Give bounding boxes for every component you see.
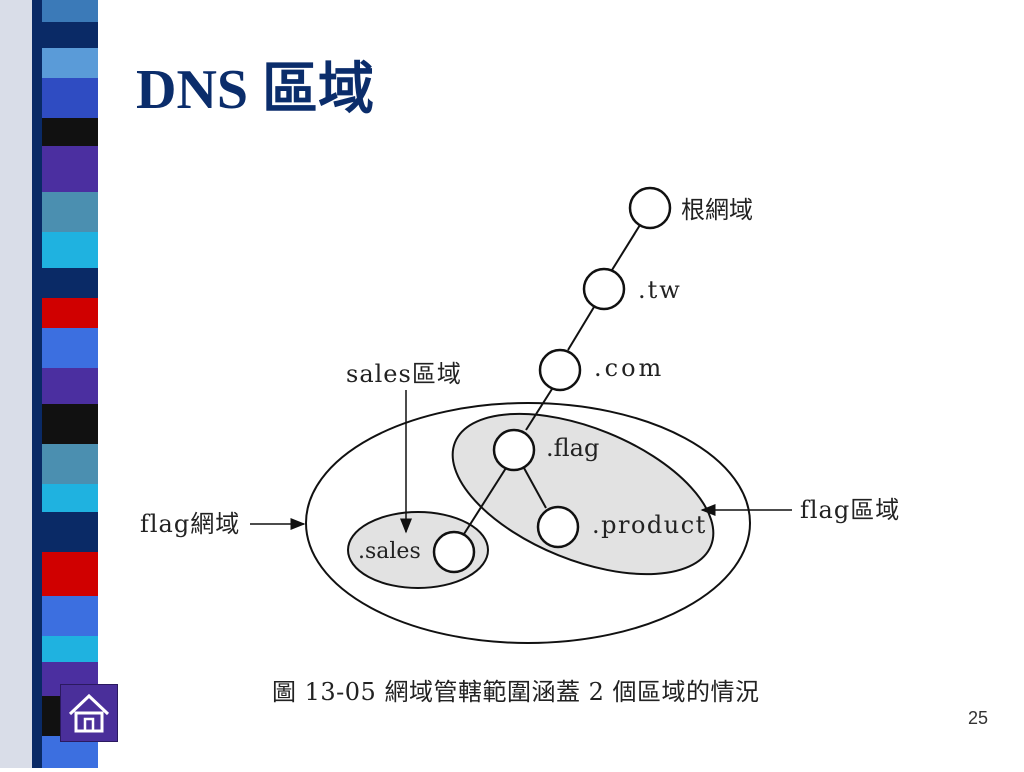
- callout-sales-zone: sales區域: [346, 360, 462, 388]
- node-root: [628, 186, 672, 230]
- slide-title: DNS 區域: [136, 59, 375, 121]
- label-product: .product: [592, 511, 707, 539]
- node-com: [538, 348, 582, 392]
- home-icon: [68, 693, 110, 733]
- home-button[interactable]: [60, 684, 118, 742]
- node-product: [536, 505, 580, 549]
- label-com: .com: [594, 354, 664, 382]
- node-tw: [582, 267, 626, 311]
- label-flag: .flag: [546, 434, 599, 462]
- figure-caption: 圖 13-05 網域管轄範圍涵蓋 2 個區域的情況: [272, 678, 760, 706]
- edge-flag-product: [523, 467, 547, 509]
- node-flag: [492, 428, 536, 472]
- edge-flag-sales: [463, 467, 507, 535]
- node-sales: [432, 530, 476, 574]
- edge-com-flag: [525, 388, 553, 431]
- label-tw: .tw: [638, 276, 682, 304]
- edge-tw-com: [567, 306, 595, 351]
- label-root: 根網域: [681, 196, 753, 224]
- tree-nodes: [432, 186, 672, 574]
- label-sales: .sales: [358, 539, 421, 564]
- page-number: 25: [967, 708, 988, 728]
- edge-root-tw: [611, 224, 641, 271]
- strip-segments: [42, 0, 98, 768]
- decorative-strip: [0, 0, 118, 768]
- callout-flag-zone: flag區域: [800, 496, 900, 524]
- decorative-strip-art: [0, 0, 118, 768]
- callout-flag-domain: flag網域: [140, 510, 240, 538]
- tree-edges: [463, 224, 641, 535]
